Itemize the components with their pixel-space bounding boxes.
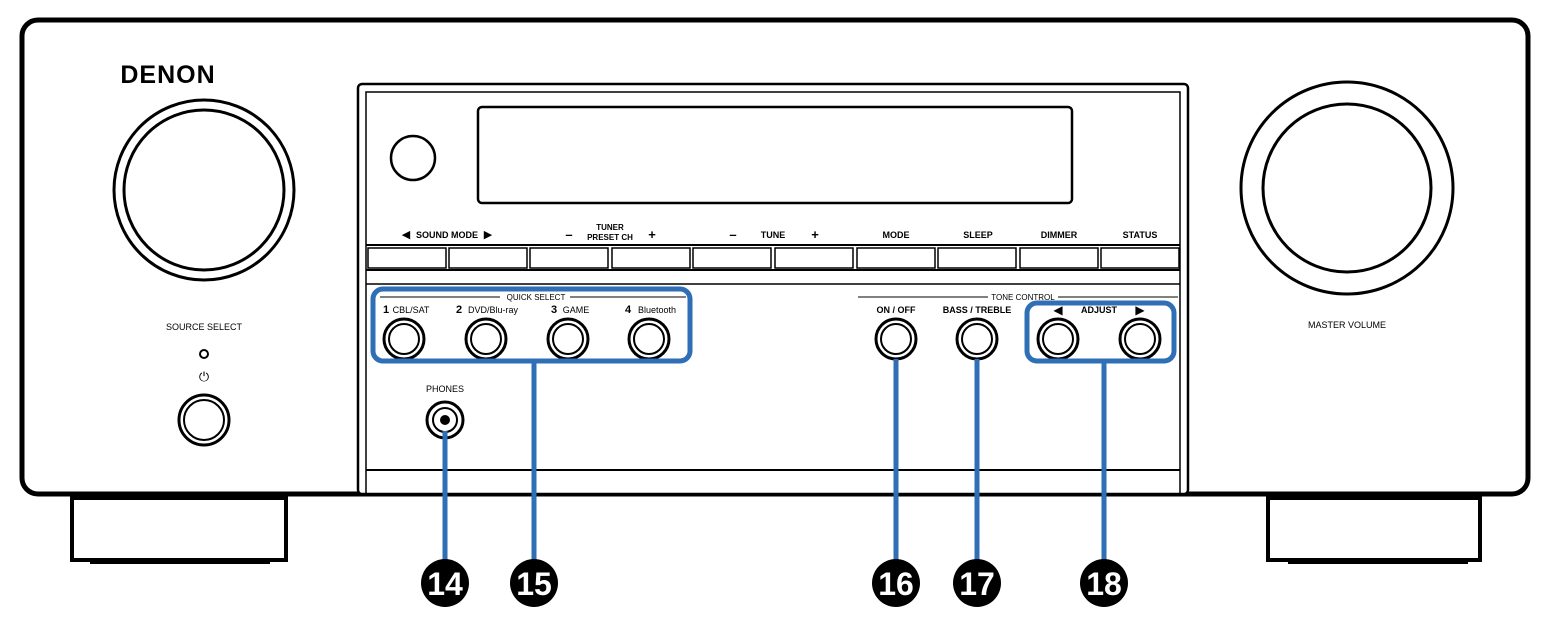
svg-text:3: 3 — [551, 304, 557, 316]
svg-text:+: + — [811, 227, 819, 242]
brand-logo: DENON — [120, 61, 215, 89]
right-foot — [1266, 490, 1482, 564]
svg-text:DVD/Blu-ray: DVD/Blu-ray — [468, 305, 519, 315]
svg-text:PRESET CH: PRESET CH — [587, 233, 633, 242]
sleep-button[interactable] — [937, 247, 1017, 269]
callout-14: 14 — [421, 559, 469, 607]
quick-select-button-2[interactable] — [464, 317, 508, 361]
quick-select-button-4[interactable] — [627, 317, 671, 361]
svg-text:◀: ◀ — [402, 229, 411, 241]
svg-text:4: 4 — [625, 304, 632, 316]
svg-text:STATUS: STATUS — [1123, 230, 1158, 240]
dimmer-button[interactable] — [1019, 247, 1099, 269]
bass-treble-button[interactable] — [955, 317, 999, 361]
svg-text:TUNE: TUNE — [761, 230, 786, 240]
svg-text:1: 1 — [383, 304, 389, 316]
svg-text:ADJUST: ADJUST — [1081, 305, 1118, 315]
display-window — [476, 105, 1074, 205]
top-row-buttons — [366, 244, 1180, 285]
svg-text:16: 16 — [878, 566, 914, 602]
svg-text:–: – — [565, 227, 572, 242]
tuner-preset-minus-button[interactable] — [529, 247, 609, 269]
svg-text:▶: ▶ — [484, 229, 493, 241]
phones-jack[interactable] — [425, 400, 465, 440]
svg-text:TUNER: TUNER — [596, 223, 624, 232]
adjust-left-button[interactable] — [1036, 317, 1080, 361]
svg-text:SLEEP: SLEEP — [963, 230, 993, 240]
source-select-knob[interactable] — [112, 98, 296, 282]
standby-indicator — [199, 349, 209, 359]
tone-control-group: TONE CONTROL ON / OFF BASS / TREBLE ◀ AD… — [858, 293, 1178, 317]
svg-text:17: 17 — [959, 566, 995, 602]
adjust-highlight — [1024, 300, 1177, 364]
callout-17: 17 — [953, 559, 1001, 607]
remote-sensor — [389, 134, 437, 182]
quick-select-button-1[interactable] — [382, 317, 426, 361]
tune-plus-button[interactable] — [774, 247, 854, 269]
svg-text:14: 14 — [427, 566, 463, 602]
svg-text:QUICK SELECT: QUICK SELECT — [507, 293, 566, 302]
callout-18: 18 — [1080, 559, 1128, 607]
callout-15: 15 — [510, 559, 558, 607]
svg-text:MODE: MODE — [883, 230, 910, 240]
svg-text:2: 2 — [456, 304, 462, 316]
svg-text:TONE CONTROL: TONE CONTROL — [991, 293, 1055, 302]
adjust-right-button[interactable] — [1118, 317, 1162, 361]
svg-text:SOUND MODE: SOUND MODE — [416, 230, 478, 240]
svg-text:18: 18 — [1086, 566, 1122, 602]
callout-leaders — [442, 359, 1107, 561]
power-button[interactable] — [177, 393, 231, 447]
svg-text:–: – — [729, 227, 736, 242]
source-select-label: SOURCE SELECT — [166, 322, 243, 332]
svg-text:GAME: GAME — [563, 305, 590, 315]
callout-16: 16 — [872, 559, 920, 607]
tone-on-off-button[interactable] — [874, 317, 918, 361]
svg-text:+: + — [648, 227, 656, 242]
top-row-labels: ◀ SOUND MODE ▶ – TUNER PRESET CH + – TUN… — [402, 223, 1158, 242]
svg-text:Bluetooth: Bluetooth — [638, 305, 676, 315]
phones-label: PHONES — [426, 384, 464, 394]
status-button[interactable] — [1100, 247, 1180, 269]
svg-text:▶: ▶ — [1135, 303, 1145, 317]
svg-text:BASS / TREBLE: BASS / TREBLE — [943, 305, 1012, 315]
master-volume-label: MASTER VOLUME — [1308, 320, 1386, 330]
svg-text:◀: ◀ — [1053, 303, 1063, 317]
svg-text:DIMMER: DIMMER — [1041, 230, 1078, 240]
mode-button[interactable] — [856, 247, 936, 269]
svg-text:CBL/SAT: CBL/SAT — [393, 305, 430, 315]
tuner-preset-plus-button[interactable] — [611, 247, 691, 269]
quick-select-group: QUICK SELECT 1 CBL/SAT 2 DVD/Blu-ray 3 G… — [380, 293, 686, 316]
master-volume-knob[interactable] — [1239, 80, 1455, 296]
tune-minus-button[interactable] — [692, 247, 772, 269]
svg-text:15: 15 — [516, 566, 552, 602]
sound-mode-right-button[interactable] — [448, 247, 528, 269]
power-icon: ⏻ — [199, 369, 209, 384]
sound-mode-left-button[interactable] — [367, 247, 447, 269]
svg-text:ON / OFF: ON / OFF — [877, 305, 916, 315]
quick-select-button-3[interactable] — [546, 317, 590, 361]
left-foot — [70, 490, 288, 564]
